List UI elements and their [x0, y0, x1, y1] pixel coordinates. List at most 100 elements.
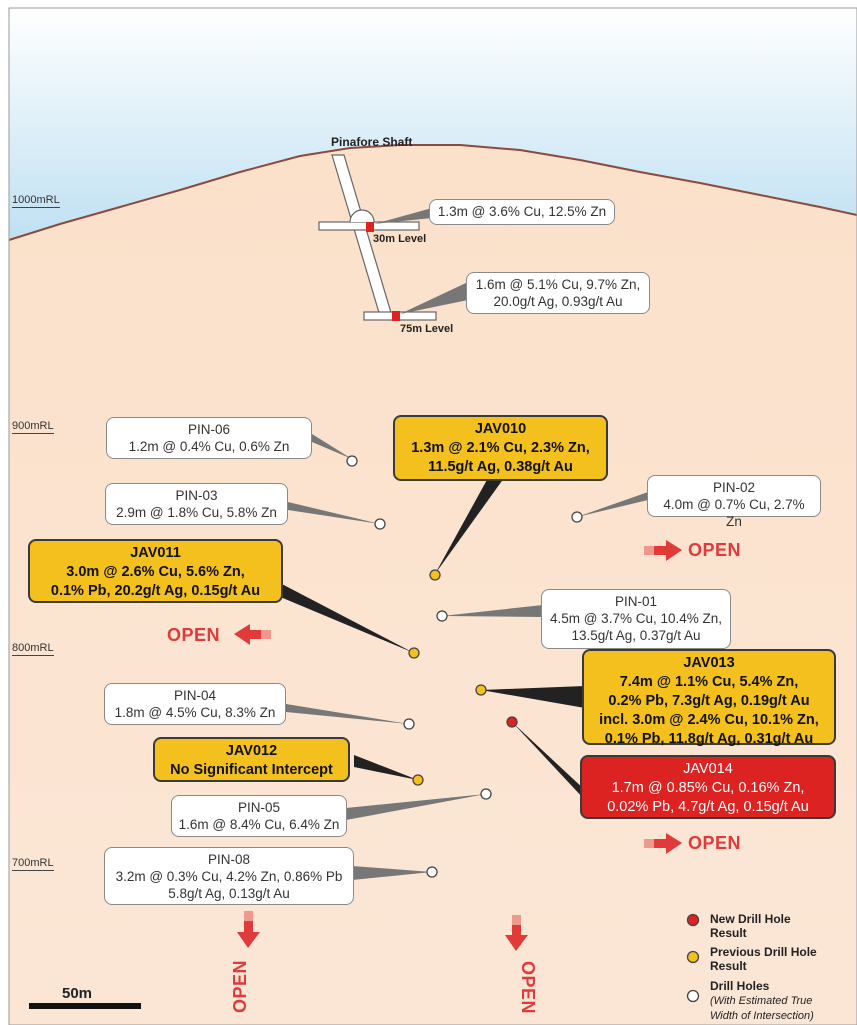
- jav013-label: JAV013 7.4m @ 1.1% Cu, 5.4% Zn, 0.2% Pb,…: [582, 649, 836, 747]
- open-label-down-1: OPEN: [230, 959, 251, 1014]
- legend-previous-line1: Previous Drill Hole: [710, 945, 817, 959]
- open-label-right-2: OPEN: [688, 833, 742, 853]
- legend-previous-symbol: [686, 950, 700, 964]
- open-label-right-1: OPEN: [688, 540, 742, 560]
- shaft-intercept-75m: 1.6m @ 5.1% Cu, 9.7% Zn, 20.0g/t Ag, 0.9…: [466, 272, 650, 314]
- pin04-line1: 1.8m @ 4.5% Cu, 8.3% Zn: [114, 705, 276, 720]
- jav014-name: JAV014: [683, 761, 733, 777]
- pin05-point: [480, 788, 492, 800]
- pin04-name: PIN-04: [173, 688, 217, 703]
- jav013-point: [475, 684, 487, 696]
- jav011-name: JAV011: [130, 545, 181, 561]
- topography-line: [8, 144, 857, 241]
- pin05-label: PIN-05 1.6m @ 8.4% Cu, 6.4% Zn: [171, 795, 347, 837]
- pin08-line1: 3.2m @ 0.3% Cu, 4.2% Zn, 0.86% Pb: [115, 869, 343, 884]
- pin01-point: [436, 610, 448, 622]
- pin04-point: [403, 718, 415, 730]
- jav014-label: JAV014 1.7m @ 0.85% Cu, 0.16% Zn, 0.02% …: [580, 755, 836, 819]
- open-arrows: [234, 540, 682, 951]
- jav010-point: [429, 569, 441, 581]
- legend-previous-line2: Result: [710, 959, 747, 973]
- jav011-label: JAV011 3.0m @ 2.6% Cu, 5.6% Zn, 0.1% Pb,…: [28, 539, 283, 603]
- pin04-label: PIN-04 1.8m @ 4.5% Cu, 8.3% Zn: [104, 683, 286, 725]
- legend-drill-note: (With Estimated True: [710, 993, 814, 1008]
- pin05-name: PIN-05: [237, 800, 281, 815]
- open-arrow-down-2: [505, 915, 528, 951]
- drill-hole-points: [346, 455, 583, 878]
- intercept-marker-30m: [366, 222, 374, 232]
- pin03-name: PIN-03: [175, 488, 218, 503]
- jav012-line1: No Significant Intercept: [170, 762, 333, 778]
- pin06-label: PIN-06 1.2m @ 0.4% Cu, 0.6% Zn: [106, 417, 312, 459]
- open-arrow-left: [234, 624, 271, 645]
- jav013-line3: incl. 3.0m @ 2.4% Cu, 10.1% Zn,: [599, 712, 819, 728]
- legend-drill: Drill Holes (With Estimated True Width o…: [710, 979, 814, 1023]
- scale-bar: [29, 1003, 141, 1009]
- intercept-marker-75m: [392, 311, 400, 321]
- jav012-name: JAV012: [225, 743, 278, 759]
- jav014-line2: 0.02% Pb, 4.7g/t Ag, 0.15g/t Au: [607, 799, 809, 815]
- level-75m-label: 75m Level: [400, 323, 454, 335]
- jav010-label: JAV010 1.3m @ 2.1% Cu, 2.3% Zn, 11.5g/t …: [393, 415, 608, 481]
- rl-label-800: 800mRL: [12, 642, 54, 656]
- pin05-line1: 1.6m @ 8.4% Cu, 6.4% Zn: [178, 817, 340, 832]
- open-arrow-down-1: [237, 911, 260, 948]
- legend-drill-note-2: Width of Intersection): [710, 1010, 814, 1022]
- pin01-line2: 13.5g/t Ag, 0.37g/t Au: [571, 628, 701, 643]
- jav010-line1: 1.3m @ 2.1% Cu, 2.3% Zn,: [411, 440, 590, 456]
- level-30m-label: 30m Level: [373, 233, 427, 245]
- jav013-line4: 0.1% Pb, 11.8g/t Ag, 0.31g/t Au: [604, 731, 814, 747]
- pin08-name: PIN-08: [207, 852, 251, 867]
- jav011-line1: 3.0m @ 2.6% Cu, 5.6% Zn,: [66, 564, 245, 580]
- shaft-name: Pinafore Shaft: [331, 135, 413, 149]
- pin06-name: PIN-06: [187, 422, 231, 437]
- legend-drill-line1: Drill Holes: [710, 979, 770, 993]
- open-label-left: OPEN: [167, 625, 221, 645]
- shaft-intercept-75m-line2: 20.0g/t Ag, 0.93g/t Au: [493, 294, 623, 309]
- shaft-intercept-75m-line1: 1.6m @ 5.1% Cu, 9.7% Zn,: [475, 277, 641, 292]
- legend-drill-note-1: (With Estimated True: [710, 995, 813, 1007]
- pin02-line1: 4.0m @ 0.7% Cu, 2.7% Zn: [663, 497, 805, 529]
- open-arrow-right-2: [644, 833, 682, 854]
- legend-new-symbol: [686, 913, 700, 927]
- pin02-label: PIN-02 4.0m @ 0.7% Cu, 2.7% Zn: [647, 475, 821, 529]
- pin03-label: PIN-03 2.9m @ 1.8% Cu, 5.8% Zn: [105, 483, 288, 525]
- jav014-point: [506, 716, 518, 728]
- pin01-label: PIN-01 4.5m @ 3.7% Cu, 10.4% Zn, 13.5g/t…: [541, 589, 731, 649]
- legend-new-line2: Result: [710, 926, 747, 940]
- rl-label-1000: 1000mRL: [12, 194, 60, 208]
- rl-label-700: 700mRL: [12, 857, 54, 871]
- pin01-line1: 4.5m @ 3.7% Cu, 10.4% Zn,: [549, 611, 723, 626]
- open-arrow-right-1: [644, 540, 682, 561]
- jav012-label: JAV012 No Significant Intercept: [153, 737, 350, 782]
- jav011-line2: 0.1% Pb, 20.2g/t Ag, 0.15g/t Au: [50, 583, 261, 599]
- legend-drill-symbol: [686, 989, 700, 1003]
- legend-drill-note-wrap: Width of Intersection): [710, 1008, 814, 1023]
- shaft-intercept-30m: 1.3m @ 3.6% Cu, 12.5% Zn: [429, 199, 615, 225]
- frame-border: [8, 7, 857, 1025]
- jav010-line2: 11.5g/t Ag, 0.38g/t Au: [428, 459, 573, 475]
- jav012-point: [412, 774, 424, 786]
- jav013-name: JAV013: [683, 655, 735, 671]
- sky-area: [9, 8, 857, 240]
- open-label-down-2: OPEN: [518, 960, 539, 1015]
- pin06-point: [346, 455, 358, 467]
- pin02-point: [571, 511, 583, 523]
- jav013-line2: 0.2% Pb, 7.3g/t Ag, 0.19g/t Au: [608, 693, 810, 709]
- legend-previous: Previous Drill Hole Result: [710, 945, 817, 973]
- jav011-point: [408, 647, 420, 659]
- leader-lines: [278, 208, 648, 880]
- rl-label-900: 900mRL: [12, 420, 54, 434]
- pin06-line1: 1.2m @ 0.4% Cu, 0.6% Zn: [128, 439, 290, 454]
- pin03-point: [374, 518, 386, 530]
- pin08-label: PIN-08 3.2m @ 0.3% Cu, 4.2% Zn, 0.86% Pb…: [104, 847, 354, 905]
- pin08-line2: 5.8g/t Ag, 0.13g/t Au: [168, 886, 290, 901]
- pinafore-shaft: [318, 154, 437, 321]
- jav013-line1: 7.4m @ 1.1% Cu, 5.4% Zn,: [619, 674, 799, 690]
- pin08-point: [426, 866, 438, 878]
- legend-new: New Drill Hole Result: [710, 912, 791, 940]
- scale-label: 50m: [62, 985, 93, 1002]
- shaft-intercept-30m-text: 1.3m @ 3.6% Cu, 12.5% Zn: [437, 204, 607, 219]
- jav014-line1: 1.7m @ 0.85% Cu, 0.16% Zn,: [611, 780, 805, 796]
- pin01-name: PIN-01: [614, 594, 658, 609]
